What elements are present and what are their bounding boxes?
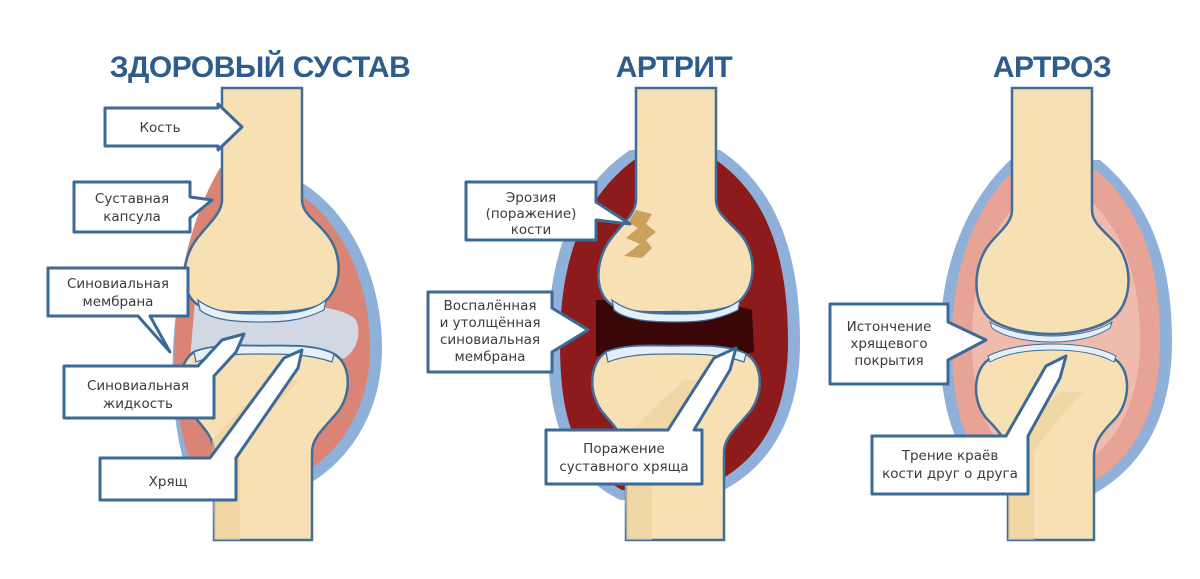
panel-arthritis: АРТРИТ Эрозия (поражение) кости Воспалён… (426, 51, 800, 542)
label-erosion-1: Эрозия (506, 190, 556, 206)
bone-erosion (624, 210, 656, 258)
label-membrane-2: мембрана (83, 294, 154, 310)
callout-thinning: Истончение хрящевого покрытия (828, 302, 988, 386)
label-capsule-1: Суставная (95, 191, 169, 207)
callout-erosion: Эрозия (поражение) кости (464, 180, 632, 242)
label-inflamed-2: и утолщённая (440, 315, 541, 331)
label-inflamed-4: мембрана (455, 349, 526, 365)
panel-arthrosis: АРТРОЗ Истончение хрящевого покрытия Тре… (828, 51, 1172, 542)
label-thinning-1: Истончение (847, 319, 932, 335)
callout-bone: Кость (103, 102, 244, 152)
label-erosion-2: (поражение) (486, 206, 577, 222)
lower-cartilage (605, 345, 747, 363)
panel-title-arthritis: АРТРИТ (616, 51, 733, 84)
label-friction-1: Трение краёв (901, 448, 999, 464)
thin-cartilage-upper (989, 320, 1113, 343)
label-cartilage-damage-1: Поражение (583, 441, 665, 457)
lower-bone-shade (624, 380, 712, 540)
label-inflamed-1: Воспалённая (443, 298, 536, 314)
label-thinning-2: хрящевого (850, 336, 927, 352)
label-inflamed-3: синовиальная (440, 332, 540, 348)
upper-cartilage (611, 298, 741, 323)
label-membrane-1: Синовиальная (67, 276, 169, 292)
label-fluid-2: жидкость (103, 396, 173, 412)
label-fluid-1: Синовиальная (87, 378, 189, 394)
label-capsule-2: капсула (103, 209, 161, 225)
callout-fluid: Синовиальная жидкость (62, 332, 246, 420)
callout-cartilage: Хрящ (98, 348, 304, 502)
label-thinning-3: покрытия (854, 353, 923, 369)
panel-title-healthy: ЗДОРОВЫЙ СУСТАВ (110, 50, 411, 84)
upper-bone (975, 86, 1130, 336)
label-cartilage-damage-2: суставного хряща (559, 459, 688, 475)
label-friction-2: кости друг о друга (882, 466, 1018, 482)
callout-friction: Трение краёв кости друг о друга (870, 354, 1068, 496)
callout-membrane: Синовиальная мембрана (46, 266, 190, 354)
panel-title-arthrosis: АРТРОЗ (993, 51, 1111, 84)
label-bone: Кость (139, 120, 180, 136)
callout-cartilage-damage: Поражение суставного хряща (544, 346, 738, 486)
callout-inflamed: Воспалённая и утолщённая синовиальная ме… (426, 290, 590, 374)
thin-cartilage-lower (987, 343, 1117, 363)
upper-cartilage (197, 298, 327, 323)
panel-healthy: ЗДОРОВЫЙ СУСТАВ Кость Суставная капсула … (46, 50, 411, 542)
callout-capsule: Суставная капсула (72, 180, 214, 234)
label-cartilage: Хрящ (149, 474, 188, 490)
label-erosion-3: кости (511, 222, 551, 238)
